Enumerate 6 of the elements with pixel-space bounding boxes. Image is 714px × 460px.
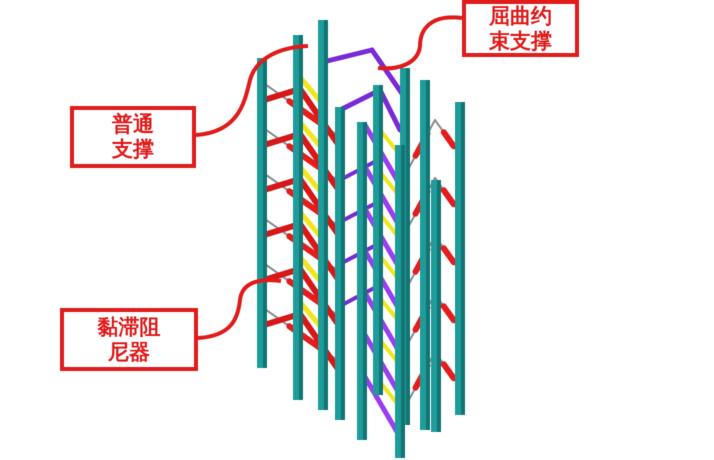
leader-line xyxy=(198,278,282,340)
callout-box: 普通支撑 xyxy=(70,106,196,168)
callout-box: 屈曲约束支撑 xyxy=(462,0,579,57)
leader-line xyxy=(196,44,308,137)
callout-box: 黏滞阻尼器 xyxy=(60,308,198,371)
leader-line xyxy=(378,15,462,70)
